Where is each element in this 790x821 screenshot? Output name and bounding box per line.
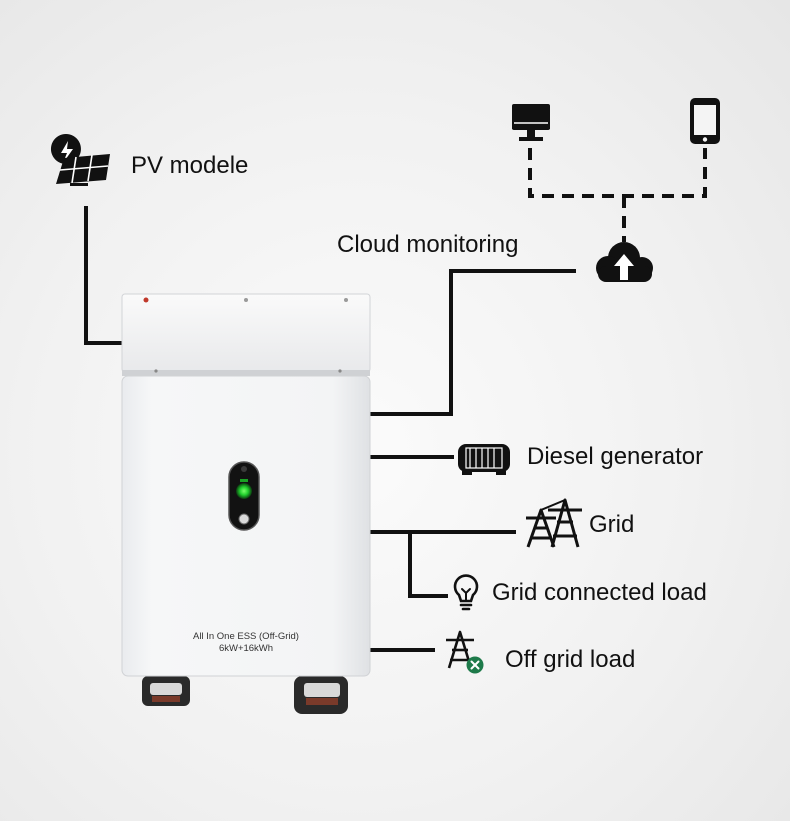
status-indicator <box>236 483 252 499</box>
smartphone-icon <box>690 98 720 144</box>
ess-top-module <box>121 293 371 373</box>
ess-model-text: All In One ESS (Off-Grid) 6kW+16kWh <box>122 631 370 655</box>
pv-module-label: PV modele <box>131 152 249 179</box>
light-bulb-icon <box>453 574 479 611</box>
caster-right <box>294 676 348 714</box>
caster-left <box>142 676 190 706</box>
diesel-generator-label: Diesel generator <box>527 443 704 470</box>
ess-model-rating: 6kW+16kWh <box>218 643 274 654</box>
ess-model-name: All In One ESS (Off-Grid) <box>193 631 299 642</box>
grid-label: Grid <box>589 511 635 538</box>
ess-unit <box>121 293 371 714</box>
control-panel <box>228 461 260 531</box>
grid-connected-load-label: Grid connected load <box>492 579 707 606</box>
cloud-line <box>368 269 576 416</box>
connection-lines <box>84 206 576 652</box>
solar-panel-icon <box>50 134 110 186</box>
computer-link <box>528 148 707 198</box>
pv-line <box>84 206 124 345</box>
off-grid-load-label: Off grid load <box>505 646 636 673</box>
cloud-upload-icon <box>596 242 653 282</box>
grid-load-line <box>408 530 448 598</box>
power-button <box>238 513 250 525</box>
generator-icon <box>458 444 510 475</box>
cloud-monitoring-label: Cloud monitoring <box>337 231 519 258</box>
desktop-computer-icon <box>512 104 550 141</box>
power-tower-off-icon <box>446 630 484 674</box>
power-tower-icon <box>526 498 582 548</box>
dashed-network-lines <box>528 148 707 242</box>
